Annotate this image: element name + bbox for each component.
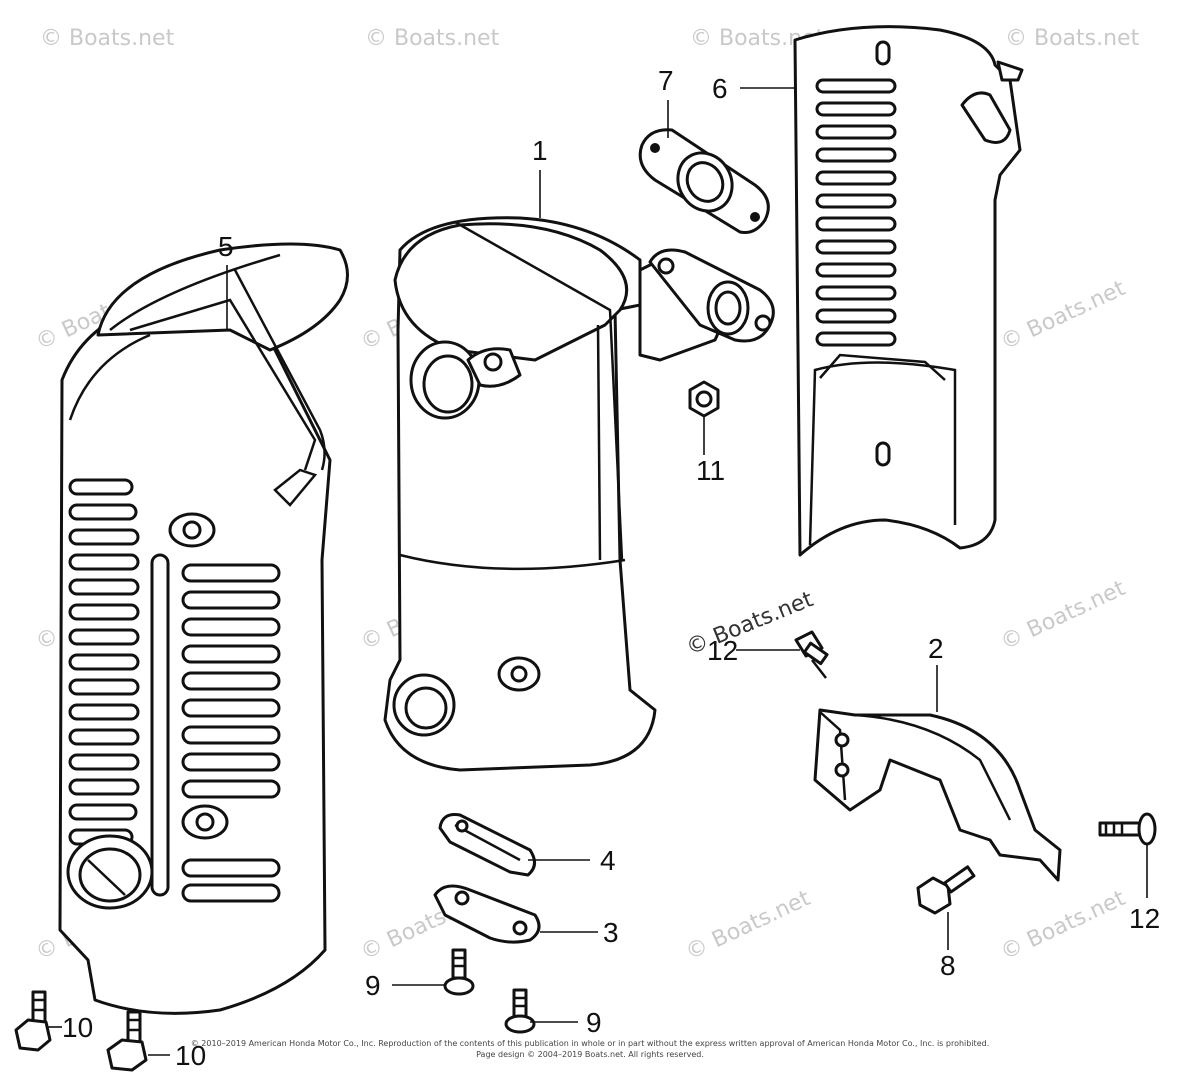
bolt-8 xyxy=(916,865,976,915)
watermark: © Boats.net xyxy=(1005,26,1140,51)
joint-plate xyxy=(433,884,541,944)
bolt-9-left xyxy=(443,948,475,996)
copyright-line: © 2010–2019 American Honda Motor Co., In… xyxy=(190,1039,990,1048)
callout-6: 6 xyxy=(712,73,728,104)
watermark: © Boats.net xyxy=(682,886,815,966)
watermark: © Boats.net xyxy=(997,886,1130,966)
vent-slots xyxy=(815,78,897,347)
callout-4: 4 xyxy=(600,845,616,876)
watermark: © Boats.net xyxy=(40,26,175,51)
muffler-body xyxy=(383,216,775,772)
leader-lines xyxy=(48,87,1148,1056)
callout-3: 3 xyxy=(603,917,619,948)
bolt-9-right xyxy=(504,988,536,1034)
bolt-12-right xyxy=(1098,812,1157,846)
callout-10: 10 xyxy=(175,1040,206,1071)
bolt-12-upper xyxy=(794,630,829,679)
callout-9: 9 xyxy=(586,1007,602,1038)
callout-7: 7 xyxy=(658,65,674,96)
watermark: © Boats.net xyxy=(997,576,1130,656)
callout-9: 9 xyxy=(365,970,381,1001)
callout-5: 5 xyxy=(218,231,234,262)
watermark: © Boats.net xyxy=(997,276,1130,356)
muffler-stay-bracket xyxy=(813,708,1062,882)
bolt-10-left xyxy=(14,990,52,1052)
flange-nut xyxy=(688,380,720,418)
callout-12: 12 xyxy=(1129,903,1160,934)
exhaust-gasket xyxy=(638,128,770,234)
vent-slots-right xyxy=(181,563,281,903)
callout-10: 10 xyxy=(62,1012,93,1043)
bolt-10-right xyxy=(106,1010,148,1072)
watermark: © Boats.net xyxy=(365,26,500,51)
callout-12: 12 xyxy=(707,635,738,666)
muffler-protector-rear xyxy=(793,25,1024,557)
callout-8: 8 xyxy=(940,950,956,981)
callout-11: 11 xyxy=(696,455,725,486)
callout-1: 1 xyxy=(532,135,548,166)
muffler-protector-front xyxy=(58,242,349,1015)
page-design-line: Page design © 2004–2019 Boats.net. All r… xyxy=(476,1050,704,1059)
callouts: 1 2 3 4 5 6 7 8 9 9 10 10 11 12 12 xyxy=(62,65,1160,1071)
exhaust-gasket-small xyxy=(438,813,536,877)
vent-slots-left xyxy=(68,478,140,846)
callout-2: 2 xyxy=(928,633,944,664)
